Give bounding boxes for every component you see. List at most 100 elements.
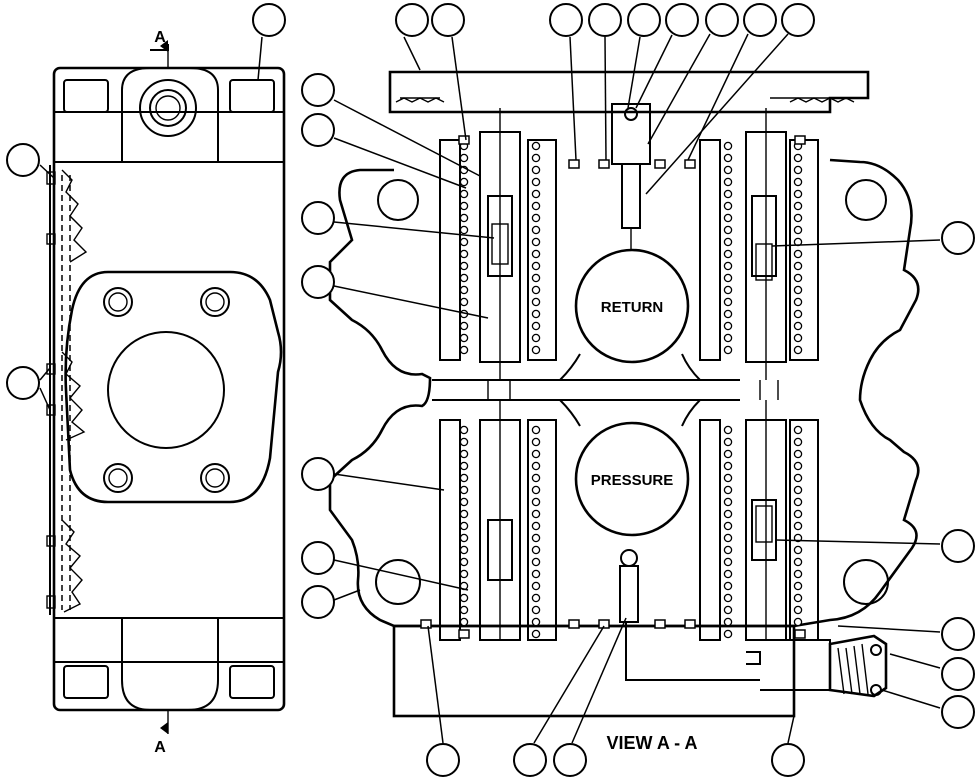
spring-coil: [459, 153, 469, 163]
spring-coil: [459, 345, 469, 355]
spring-coil: [459, 321, 469, 331]
spring-coil: [531, 605, 541, 615]
spring-coil: [723, 225, 733, 235]
o-ring-seal: [598, 619, 610, 629]
spring-coil: [793, 249, 803, 259]
spring-coil: [531, 177, 541, 187]
callout-bubble: [837, 617, 975, 651]
exterior-view: [46, 40, 286, 734]
callout-bubble: [395, 3, 429, 71]
callout-bubble: [301, 265, 489, 319]
callout-bubble: [687, 3, 777, 161]
spring-coil: [793, 593, 803, 603]
spring-coil: [459, 437, 469, 447]
spring-coil: [531, 617, 541, 627]
spring-coil: [793, 153, 803, 163]
spring-coil: [459, 509, 469, 519]
spring-coils: [459, 141, 803, 639]
spring-coil: [723, 581, 733, 591]
spring-coil: [723, 497, 733, 507]
o-ring-seal: [458, 629, 470, 639]
section-label-bottom: A: [154, 739, 166, 756]
spring-coil: [459, 249, 469, 259]
o-ring-seal: [568, 159, 580, 169]
spring-coil: [531, 297, 541, 307]
spring-coil: [793, 225, 803, 235]
flange-port-circle: [107, 331, 225, 449]
spring-coil: [531, 273, 541, 283]
spring-coil: [793, 497, 803, 507]
spring-coil: [723, 165, 733, 175]
o-ring-seal: [684, 159, 696, 169]
spring-coil: [531, 557, 541, 567]
side-port-fitting: [746, 634, 888, 698]
spring-coil: [459, 285, 469, 295]
o-ring-seal: [684, 619, 696, 629]
spring-coil: [531, 533, 541, 543]
spring-coil: [459, 497, 469, 507]
spring-coil: [531, 189, 541, 199]
callout-bubble: [645, 3, 815, 195]
spring-coil: [531, 521, 541, 531]
spring-coil: [723, 533, 733, 543]
return-port: [574, 248, 690, 364]
spring-coil: [723, 569, 733, 579]
mounting-flange: [64, 270, 283, 504]
spring-coil: [793, 321, 803, 331]
spring-coil: [723, 629, 733, 639]
spring-coil: [793, 285, 803, 295]
spring-coil: [793, 165, 803, 175]
spring-coil: [531, 321, 541, 331]
callout-bubble: [301, 457, 445, 491]
spring-coil: [459, 237, 469, 247]
spring-coil: [531, 461, 541, 471]
spring-coil: [459, 201, 469, 211]
spring-coil: [459, 189, 469, 199]
spring-coil: [531, 437, 541, 447]
spring-coil: [793, 333, 803, 343]
spring-coil: [459, 225, 469, 235]
callout-bubble: [635, 3, 699, 109]
spring-coil: [723, 237, 733, 247]
callout-bubble: [301, 201, 495, 239]
o-ring-seal: [794, 629, 806, 639]
spring-coil: [531, 345, 541, 355]
spring-coil: [531, 153, 541, 163]
spring-coil: [531, 629, 541, 639]
pressure-port: [574, 421, 690, 537]
spring-coil: [723, 249, 733, 259]
right-lower-spool: [699, 400, 819, 641]
spring-coil: [723, 309, 733, 319]
spring-coil: [531, 473, 541, 483]
spring-coil: [723, 545, 733, 555]
callout-bubbles: [6, 3, 975, 777]
spring-coil: [793, 177, 803, 187]
spring-coil: [723, 201, 733, 211]
spring-coil: [531, 425, 541, 435]
left-lower-spool: [439, 400, 557, 641]
callout-bubble: [426, 625, 460, 777]
spring-coil: [793, 521, 803, 531]
spring-coil: [531, 497, 541, 507]
spring-coil: [793, 605, 803, 615]
spring-coil: [723, 345, 733, 355]
spring-coil: [459, 605, 469, 615]
callout-bubble: [301, 73, 481, 177]
callout-bubble: [252, 3, 286, 81]
spring-coil: [531, 165, 541, 175]
spring-coil: [723, 593, 733, 603]
spring-coil: [531, 285, 541, 295]
center-check-valve: [611, 103, 651, 250]
spring-coil: [723, 617, 733, 627]
spring-coil: [793, 569, 803, 579]
left-upper-spool: [439, 108, 557, 380]
spring-coil: [531, 213, 541, 223]
spring-coil: [723, 153, 733, 163]
spring-coil: [531, 449, 541, 459]
valve-body: [328, 158, 920, 628]
spring-coil: [459, 297, 469, 307]
spring-coil: [793, 449, 803, 459]
spring-coil: [459, 557, 469, 567]
spring-coil: [793, 617, 803, 627]
